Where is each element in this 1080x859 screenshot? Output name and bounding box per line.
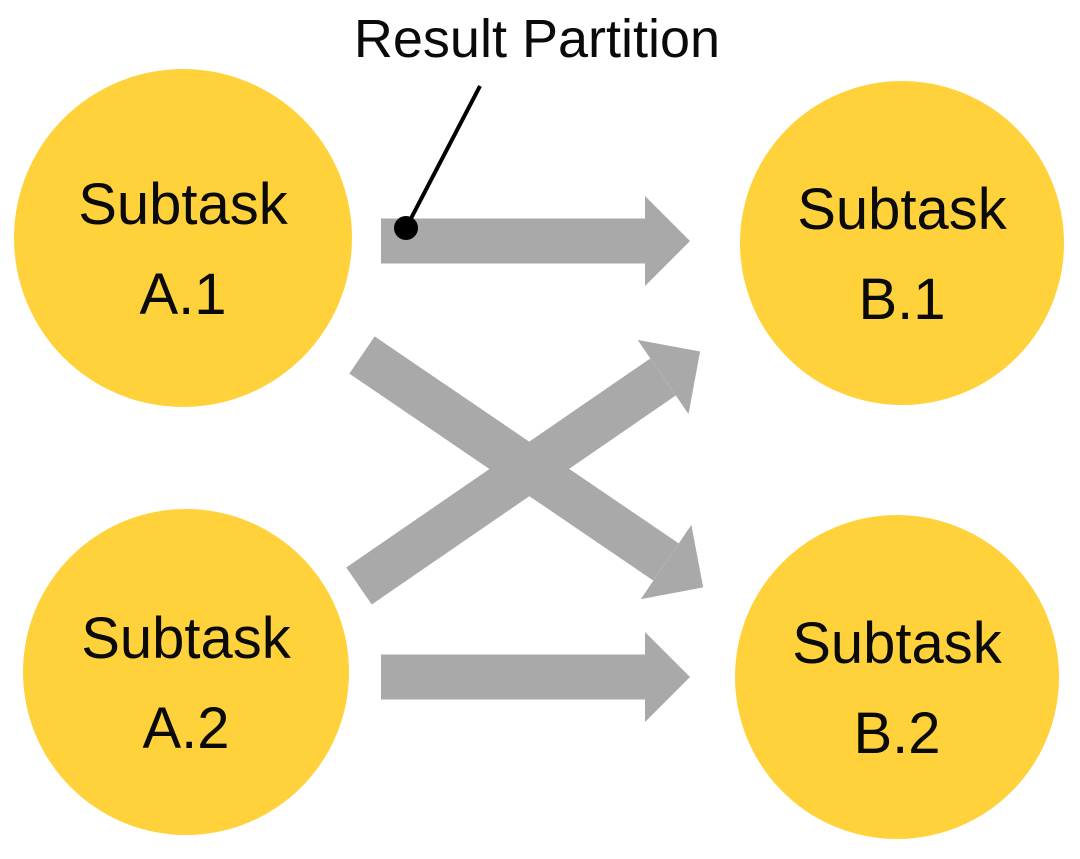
subtask-b2-label-line1: Subtask — [792, 611, 1003, 676]
annotation-leader-line — [404, 85, 482, 229]
subtask-b1-circle — [740, 81, 1064, 405]
annotation-title: Result Partition — [354, 9, 720, 69]
subtask-a1-label-line2: A.1 — [139, 262, 226, 327]
annotation-dot-icon — [394, 216, 418, 240]
node-subtask-a1: Subtask A.1 — [14, 69, 352, 407]
subtask-a2-label-line2: A.2 — [142, 696, 229, 761]
subtask-b2-circle — [735, 515, 1059, 839]
edge-a2-to-b1-arrow — [346, 339, 701, 605]
subtask-b2-label-line2: B.2 — [853, 701, 940, 766]
node-subtask-b1: Subtask B.1 — [740, 81, 1064, 405]
node-subtask-b2: Subtask B.2 — [735, 515, 1059, 839]
subtask-a1-label-line1: Subtask — [78, 172, 289, 237]
node-subtask-a2: Subtask A.2 — [23, 509, 349, 835]
subtask-b1-label-line2: B.1 — [858, 267, 945, 332]
subtask-a2-label-line1: Subtask — [81, 606, 292, 671]
subtask-a2-circle — [23, 509, 349, 835]
subtask-b1-label-line1: Subtask — [797, 177, 1008, 242]
subtask-a1-circle — [14, 69, 352, 407]
